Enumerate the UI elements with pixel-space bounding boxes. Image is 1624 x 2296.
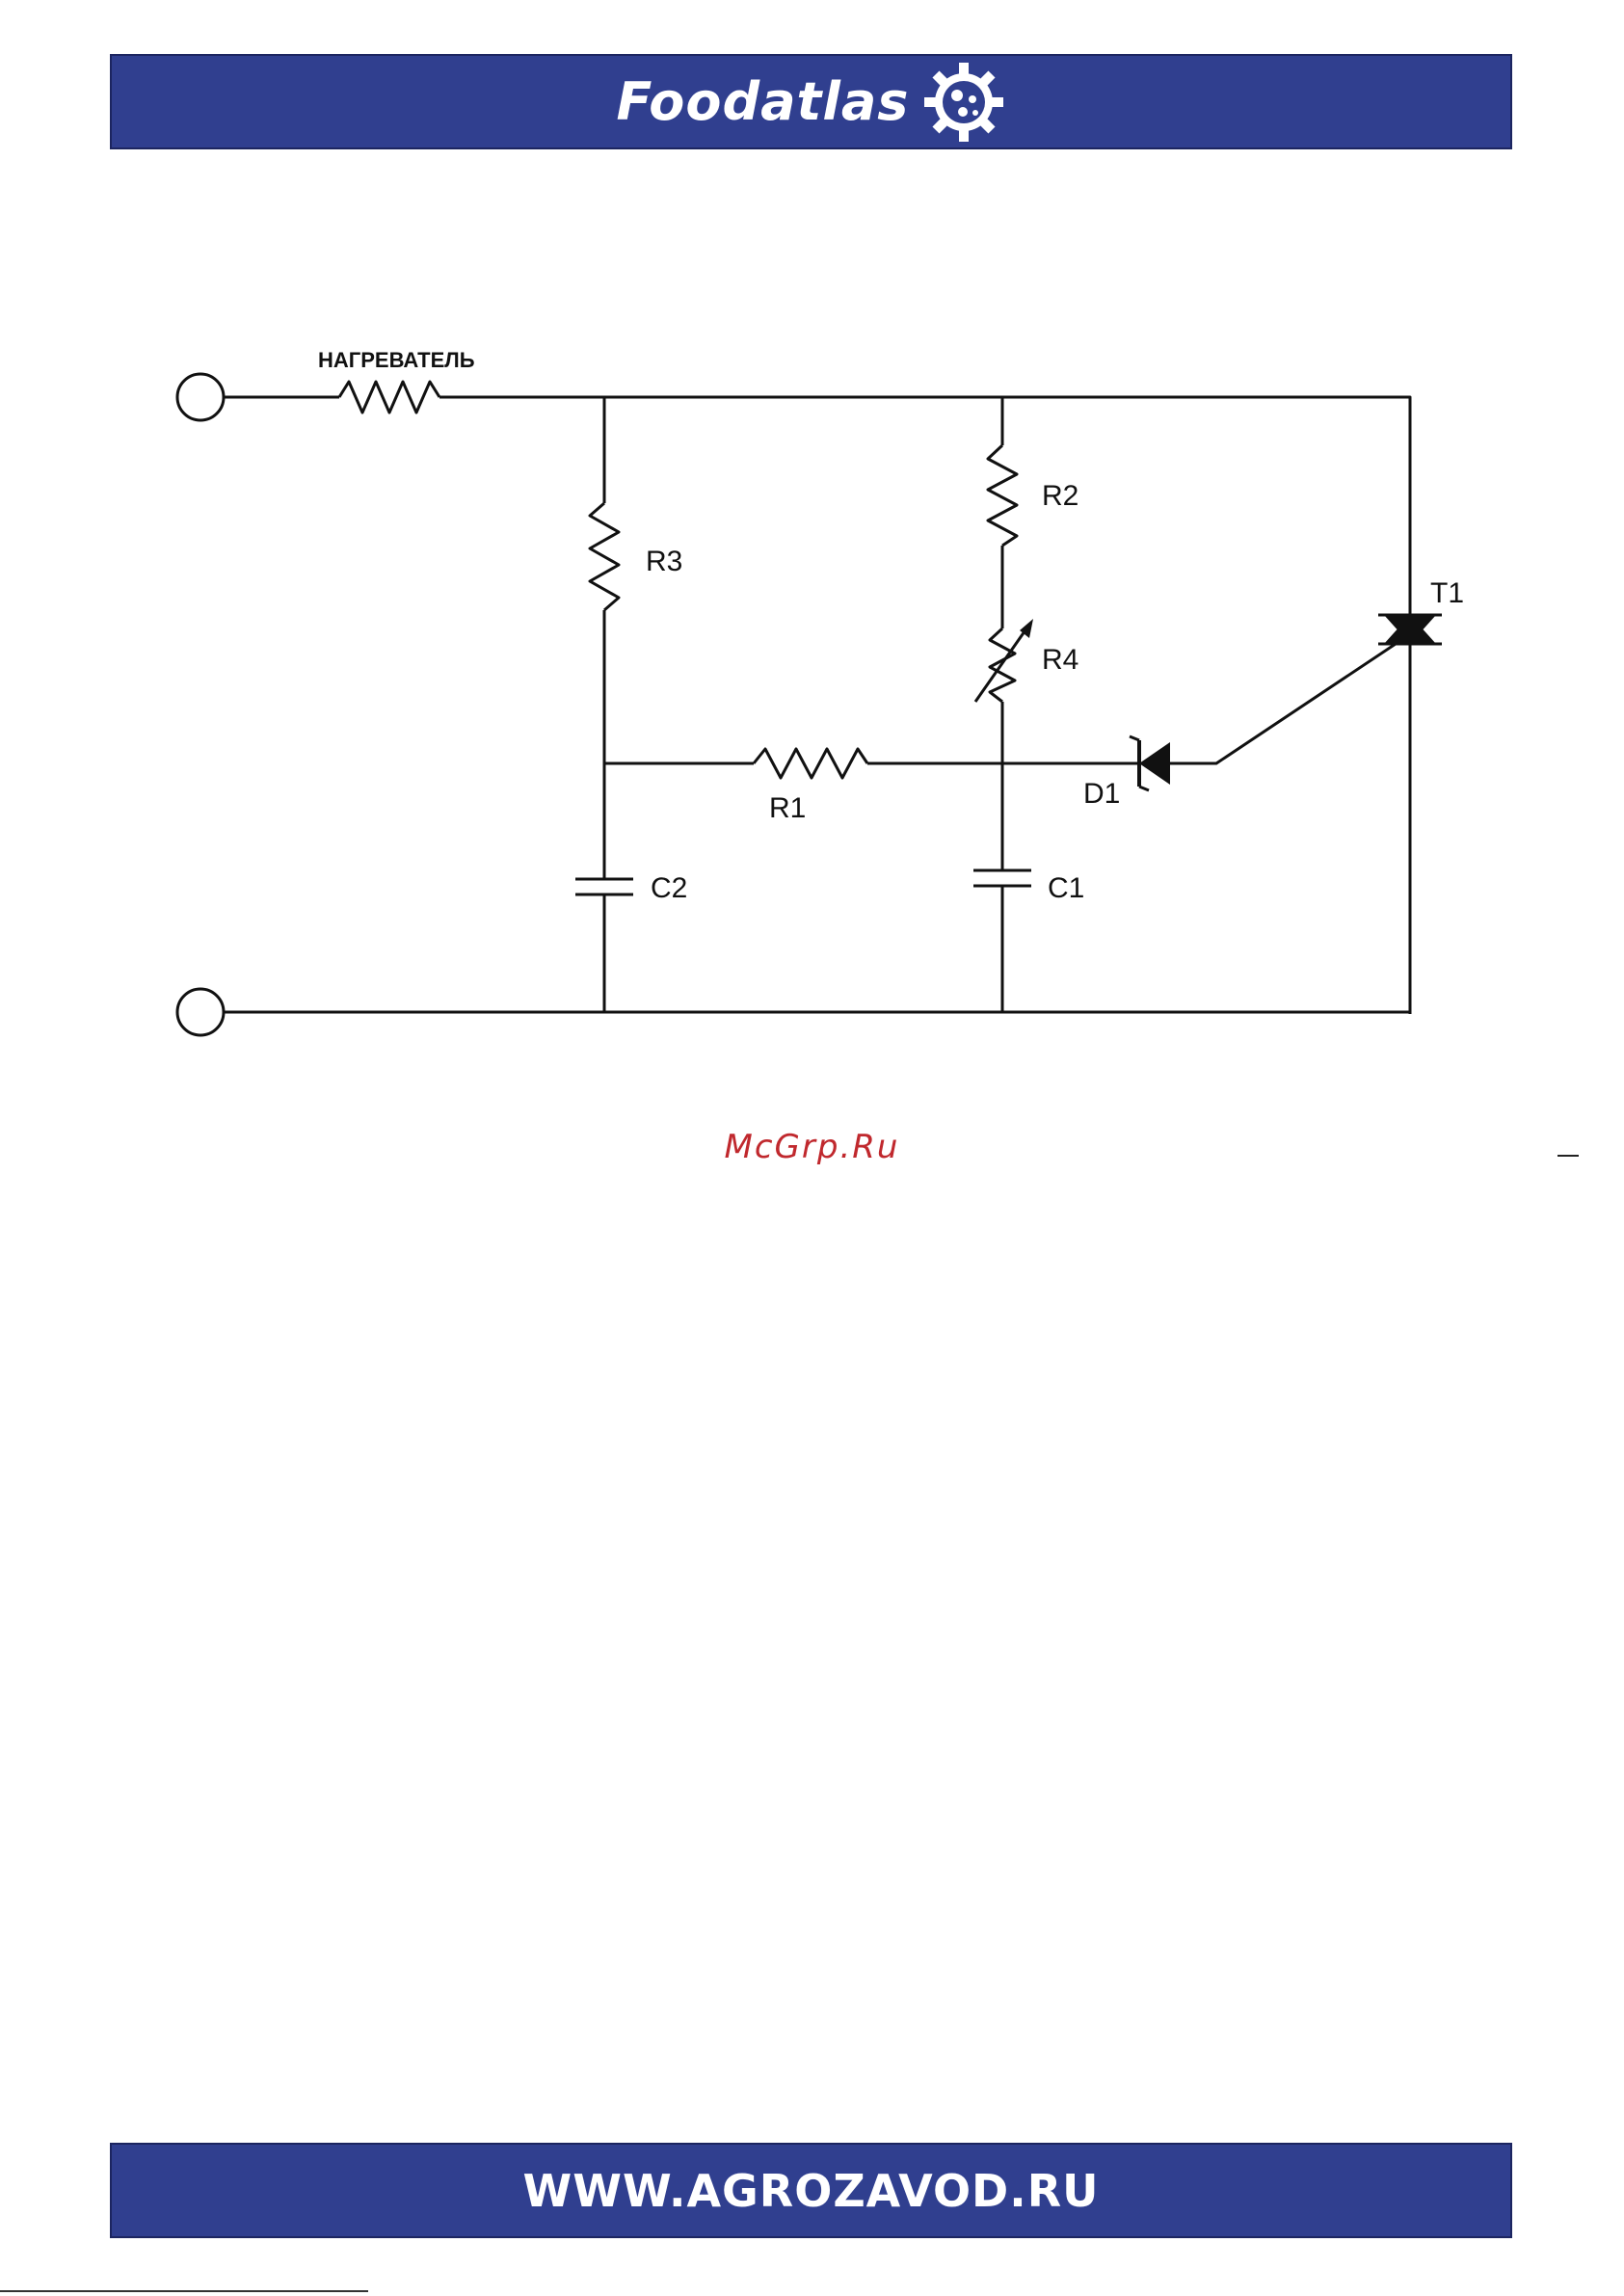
- label-c1: C1: [1048, 872, 1084, 904]
- watermark: McGrp.Ru: [0, 1128, 1624, 1166]
- input-terminal-bottom: [177, 989, 224, 1035]
- r4-variable-arrow: [975, 625, 1029, 702]
- label-d1: D1: [1083, 778, 1120, 810]
- label-r3: R3: [646, 546, 682, 577]
- footer-site-url[interactable]: WWW.AGROZAVOD.RU: [523, 2165, 1100, 2217]
- margin-dash: [1557, 1155, 1579, 1157]
- label-r1: R1: [769, 792, 806, 824]
- triac-t1: [1378, 615, 1442, 644]
- label-r4: R4: [1042, 644, 1078, 676]
- label-c2: C2: [651, 872, 687, 904]
- heater-resistor: [339, 382, 439, 413]
- resistor-r3: [590, 503, 619, 610]
- resistor-r1: [754, 749, 867, 778]
- label-r2: R2: [1042, 480, 1078, 512]
- wire-top-rail: [439, 397, 1410, 1014]
- bottom-edge-line: [0, 2290, 368, 2292]
- resistor-r2: [988, 445, 1017, 546]
- label-t1: T1: [1430, 577, 1464, 609]
- label-heater: НАГРЕВАТЕЛЬ: [318, 348, 475, 372]
- wire-d1-gate: [1170, 634, 1410, 763]
- input-terminal-top: [177, 374, 224, 420]
- footer-banner: WWW.AGROZAVOD.RU: [110, 2143, 1512, 2238]
